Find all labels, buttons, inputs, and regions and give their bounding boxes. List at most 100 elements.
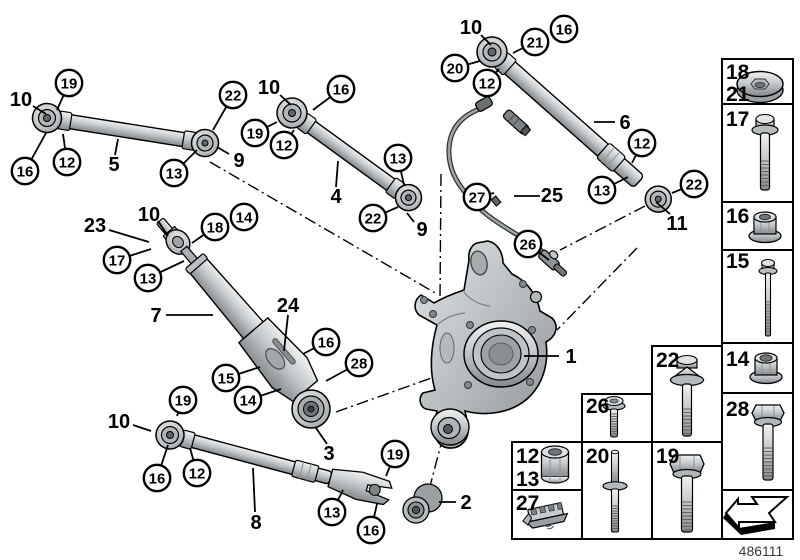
callout-circle-19[interactable]: 19 (240, 118, 278, 148)
callout-number: 27 (469, 189, 486, 206)
legend-label: 14 (726, 348, 750, 371)
callout-balloon (462, 182, 492, 212)
carrier-rib (463, 291, 491, 307)
callout-circle-14[interactable]: 14 (229, 202, 259, 232)
legend-label: 21 (726, 83, 750, 106)
callout-circle-19[interactable]: 19 (168, 385, 198, 417)
callout-label-9[interactable]: 9 (406, 212, 428, 241)
legend-box-22[interactable]: 22 (651, 345, 723, 443)
callout-circle-19[interactable]: 19 (54, 68, 84, 111)
cable-grommet (475, 96, 493, 112)
callout-circle-16[interactable]: 16 (549, 14, 579, 44)
clip-nut-icon (522, 502, 569, 530)
callout-circle-12[interactable]: 12 (627, 128, 657, 164)
legend-box-16[interactable]: 16 (721, 201, 794, 251)
callout-number: 3 (323, 443, 334, 465)
callout-circle-12[interactable]: 12 (52, 133, 82, 177)
eccentric-washer-icon (736, 70, 784, 104)
callout-circle-20[interactable]: 20 (440, 53, 481, 83)
hub-bolt-hole (526, 378, 534, 386)
callout-circle-16[interactable]: 16 (312, 74, 356, 111)
bushing-pin (307, 405, 315, 413)
callout-circle-17[interactable]: 17 (102, 245, 152, 275)
legend-box-15[interactable]: 15 (721, 249, 794, 344)
hex-nut-icon (540, 445, 570, 484)
callout-circle-12[interactable]: 12 (269, 129, 299, 160)
callout-balloon (182, 458, 212, 488)
callout-label-3[interactable]: 3 (315, 427, 335, 465)
callout-number: 9 (233, 150, 244, 172)
legend-box-19[interactable]: 19 (651, 441, 723, 540)
leader-line (283, 314, 289, 352)
callout-circle-13[interactable]: 13 (159, 149, 198, 188)
callout-label-10[interactable]: 10 (138, 204, 169, 237)
callout-balloon (159, 158, 189, 188)
carrier-rib (436, 312, 466, 326)
legend-box-arrow[interactable] (721, 489, 794, 540)
callout-circle-27[interactable]: 27 (462, 182, 495, 212)
callout-label-11[interactable]: 11 (655, 201, 688, 235)
callout-number: 24 (277, 295, 300, 317)
leader-line (335, 160, 339, 188)
callout-circle-13[interactable]: 13 (587, 175, 629, 205)
callout-label-9[interactable]: 9 (216, 146, 245, 172)
callout-label-6[interactable]: 6 (594, 112, 631, 134)
callout-circle-12[interactable]: 12 (472, 68, 502, 98)
callout-circle-21[interactable]: 21 (512, 27, 550, 57)
callout-label-7[interactable]: 7 (150, 305, 213, 327)
callout-label-5[interactable]: 5 (108, 138, 120, 176)
callout-circle-13[interactable]: 13 (383, 143, 413, 186)
callout-circle-15[interactable]: 15 (211, 363, 261, 393)
callout-balloon (168, 385, 198, 415)
callout-circle-13[interactable]: 13 (133, 260, 185, 293)
callout-circle-22[interactable]: 22 (671, 169, 709, 199)
callout-circle-16[interactable]: 16 (356, 503, 386, 545)
callout-label-10[interactable]: 10 (108, 411, 152, 433)
callout-circle-16[interactable]: 16 (142, 444, 172, 493)
legend-box-12-13[interactable]: 12 13 (511, 441, 583, 491)
callout-number: 21 (527, 34, 544, 51)
legend-box-20[interactable]: 20 (581, 441, 653, 540)
callout-circle-26[interactable]: 26 (513, 229, 550, 261)
callout-label-4[interactable]: 4 (330, 160, 342, 208)
callout-circle-19[interactable]: 19 (380, 439, 410, 477)
callout-circle-13[interactable]: 13 (317, 489, 347, 527)
leader-line (157, 220, 169, 237)
callout-circle-14[interactable]: 14 (233, 385, 282, 415)
callout-label-10[interactable]: 10 (10, 89, 47, 115)
legend-box-26[interactable]: 26 (581, 393, 653, 443)
callout-circle-18[interactable]: 18 (191, 212, 230, 244)
legend-box-17[interactable]: 17 (721, 103, 794, 203)
hub-bolt-hole (528, 326, 536, 334)
callout-label-25[interactable]: 25 (514, 185, 563, 207)
leader-line (32, 105, 47, 115)
bushing-pin (288, 109, 296, 117)
callout-circle-28[interactable]: 28 (325, 348, 374, 382)
callout-label-24[interactable]: 24 (277, 295, 300, 352)
callout-circle-16[interactable]: 16 (302, 327, 341, 357)
callout-label-1[interactable]: 1 (524, 346, 577, 368)
legend-box-14[interactable]: 14 (721, 342, 794, 394)
callout-circle-12[interactable]: 12 (182, 447, 212, 488)
camber-arm-7 (156, 218, 319, 403)
callout-label-10[interactable]: 10 (460, 17, 492, 46)
callout-label-23[interactable]: 23 (84, 215, 150, 243)
adjuster-sleeve (596, 143, 626, 172)
callout-circle-22[interactable]: 22 (212, 80, 248, 131)
legend-box-27[interactable]: 27 (511, 489, 583, 540)
flange-nut-icon (749, 352, 783, 385)
legend-box-28[interactable]: 28 (721, 392, 794, 491)
callout-label-10[interactable]: 10 (258, 77, 292, 106)
callout-circle-16[interactable]: 16 (10, 132, 47, 186)
legend-label: 13 (516, 468, 539, 491)
callout-number: 13 (140, 270, 157, 287)
callout-label-8[interactable]: 8 (250, 467, 262, 534)
ball-joint-pin (654, 195, 662, 203)
callout-label-2[interactable]: 2 (439, 492, 472, 514)
direction-arrow-icon (723, 496, 790, 535)
legend-box-18-21[interactable]: 18 21 (721, 58, 794, 106)
arm-rod (61, 113, 193, 149)
callout-circle-22[interactable]: 22 (358, 203, 399, 233)
